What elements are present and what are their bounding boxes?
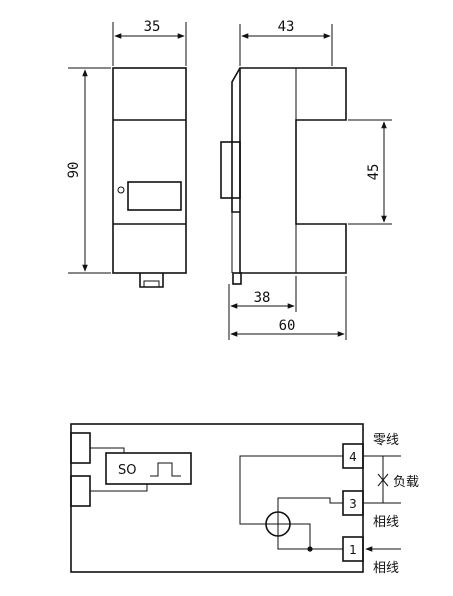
load-label: 负载: [393, 475, 419, 490]
indicator-led: [117, 186, 125, 194]
phase-label-bottom: 相线: [373, 561, 399, 576]
junction-dot: [307, 546, 313, 552]
pulse-icon: [150, 462, 181, 477]
display-window: [127, 181, 182, 211]
so-terminal-bottom: [70, 475, 91, 507]
dim-width-label: 35: [144, 19, 161, 35]
side-body-outline: [239, 67, 347, 274]
side-clip: [232, 272, 242, 285]
wire-terminal-4: [239, 455, 343, 525]
so-module: [105, 452, 192, 485]
dim-overall-label: 60: [279, 318, 296, 334]
side-view: 43 45 38 60: [220, 19, 392, 340]
dim-rail-depth-label: 38: [254, 290, 271, 306]
front-face-bevel: [231, 67, 241, 213]
side-knob: [220, 141, 241, 199]
wire-terminal-3: [277, 497, 343, 512]
neutral-label: 零线: [373, 433, 399, 448]
so-terminal-top: [70, 432, 91, 464]
dim-depth-label: 43: [278, 19, 295, 35]
wire-terminal-1: [277, 536, 343, 550]
terminal-4-label: 4: [349, 450, 357, 464]
wiring-diagram: SO 4 3 1 零线 负载 相线 相线: [70, 423, 419, 576]
phase-label-mid: 相线: [373, 515, 399, 530]
so-label: SO: [118, 463, 136, 478]
front-view: 35 90: [66, 19, 187, 288]
dim-rail-label: 45: [366, 164, 382, 181]
terminal-1-label: 1: [349, 543, 357, 557]
dim-height-label: 90: [66, 162, 82, 179]
din-clip: [139, 273, 164, 288]
front-body-outline: [112, 67, 187, 274]
terminal-3-label: 3: [349, 497, 357, 511]
